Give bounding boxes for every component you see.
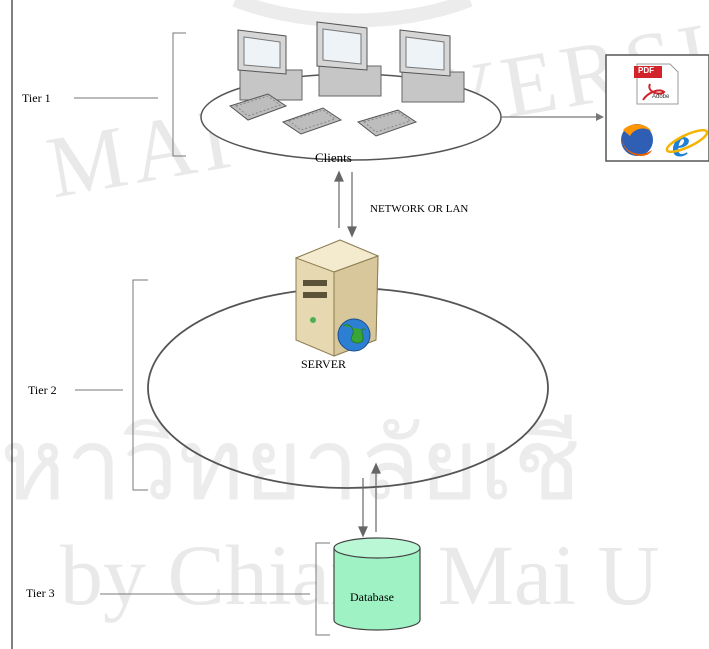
adobe-text: Adobe [652,94,670,100]
svg-text:e: e [672,120,690,165]
tier1-bracket [172,32,186,157]
tier2-bracket [132,279,148,491]
network-label: NETWORK OR LAN [370,203,469,215]
pdf-badge-text: PDF [638,66,654,75]
internet-explorer-icon: e [665,120,709,165]
clients-label: Clients [315,150,352,165]
tier1-label: Tier 1 [22,91,51,105]
database-arrows [358,462,381,538]
tier-brackets [74,32,330,636]
output-arrow-head [596,113,604,121]
firefox-icon [621,124,653,156]
tier2-label: Tier 2 [28,383,57,397]
tier3-label: Tier 3 [26,586,55,600]
server-icon [294,239,380,357]
client-computer-2 [281,21,382,135]
database-cylinder [333,537,421,631]
client-computers [228,21,465,137]
pdf-icon [634,63,679,105]
client-computer-3 [356,29,465,137]
tier3-bracket [315,542,330,636]
client-computer-1 [228,29,303,121]
watermark-thai: หาวิทยาลัยเชี [0,410,581,521]
database-label: Database [350,590,394,604]
watermark-seal [232,0,473,28]
server-label: SERVER [301,357,347,371]
network-arrows [334,170,357,238]
